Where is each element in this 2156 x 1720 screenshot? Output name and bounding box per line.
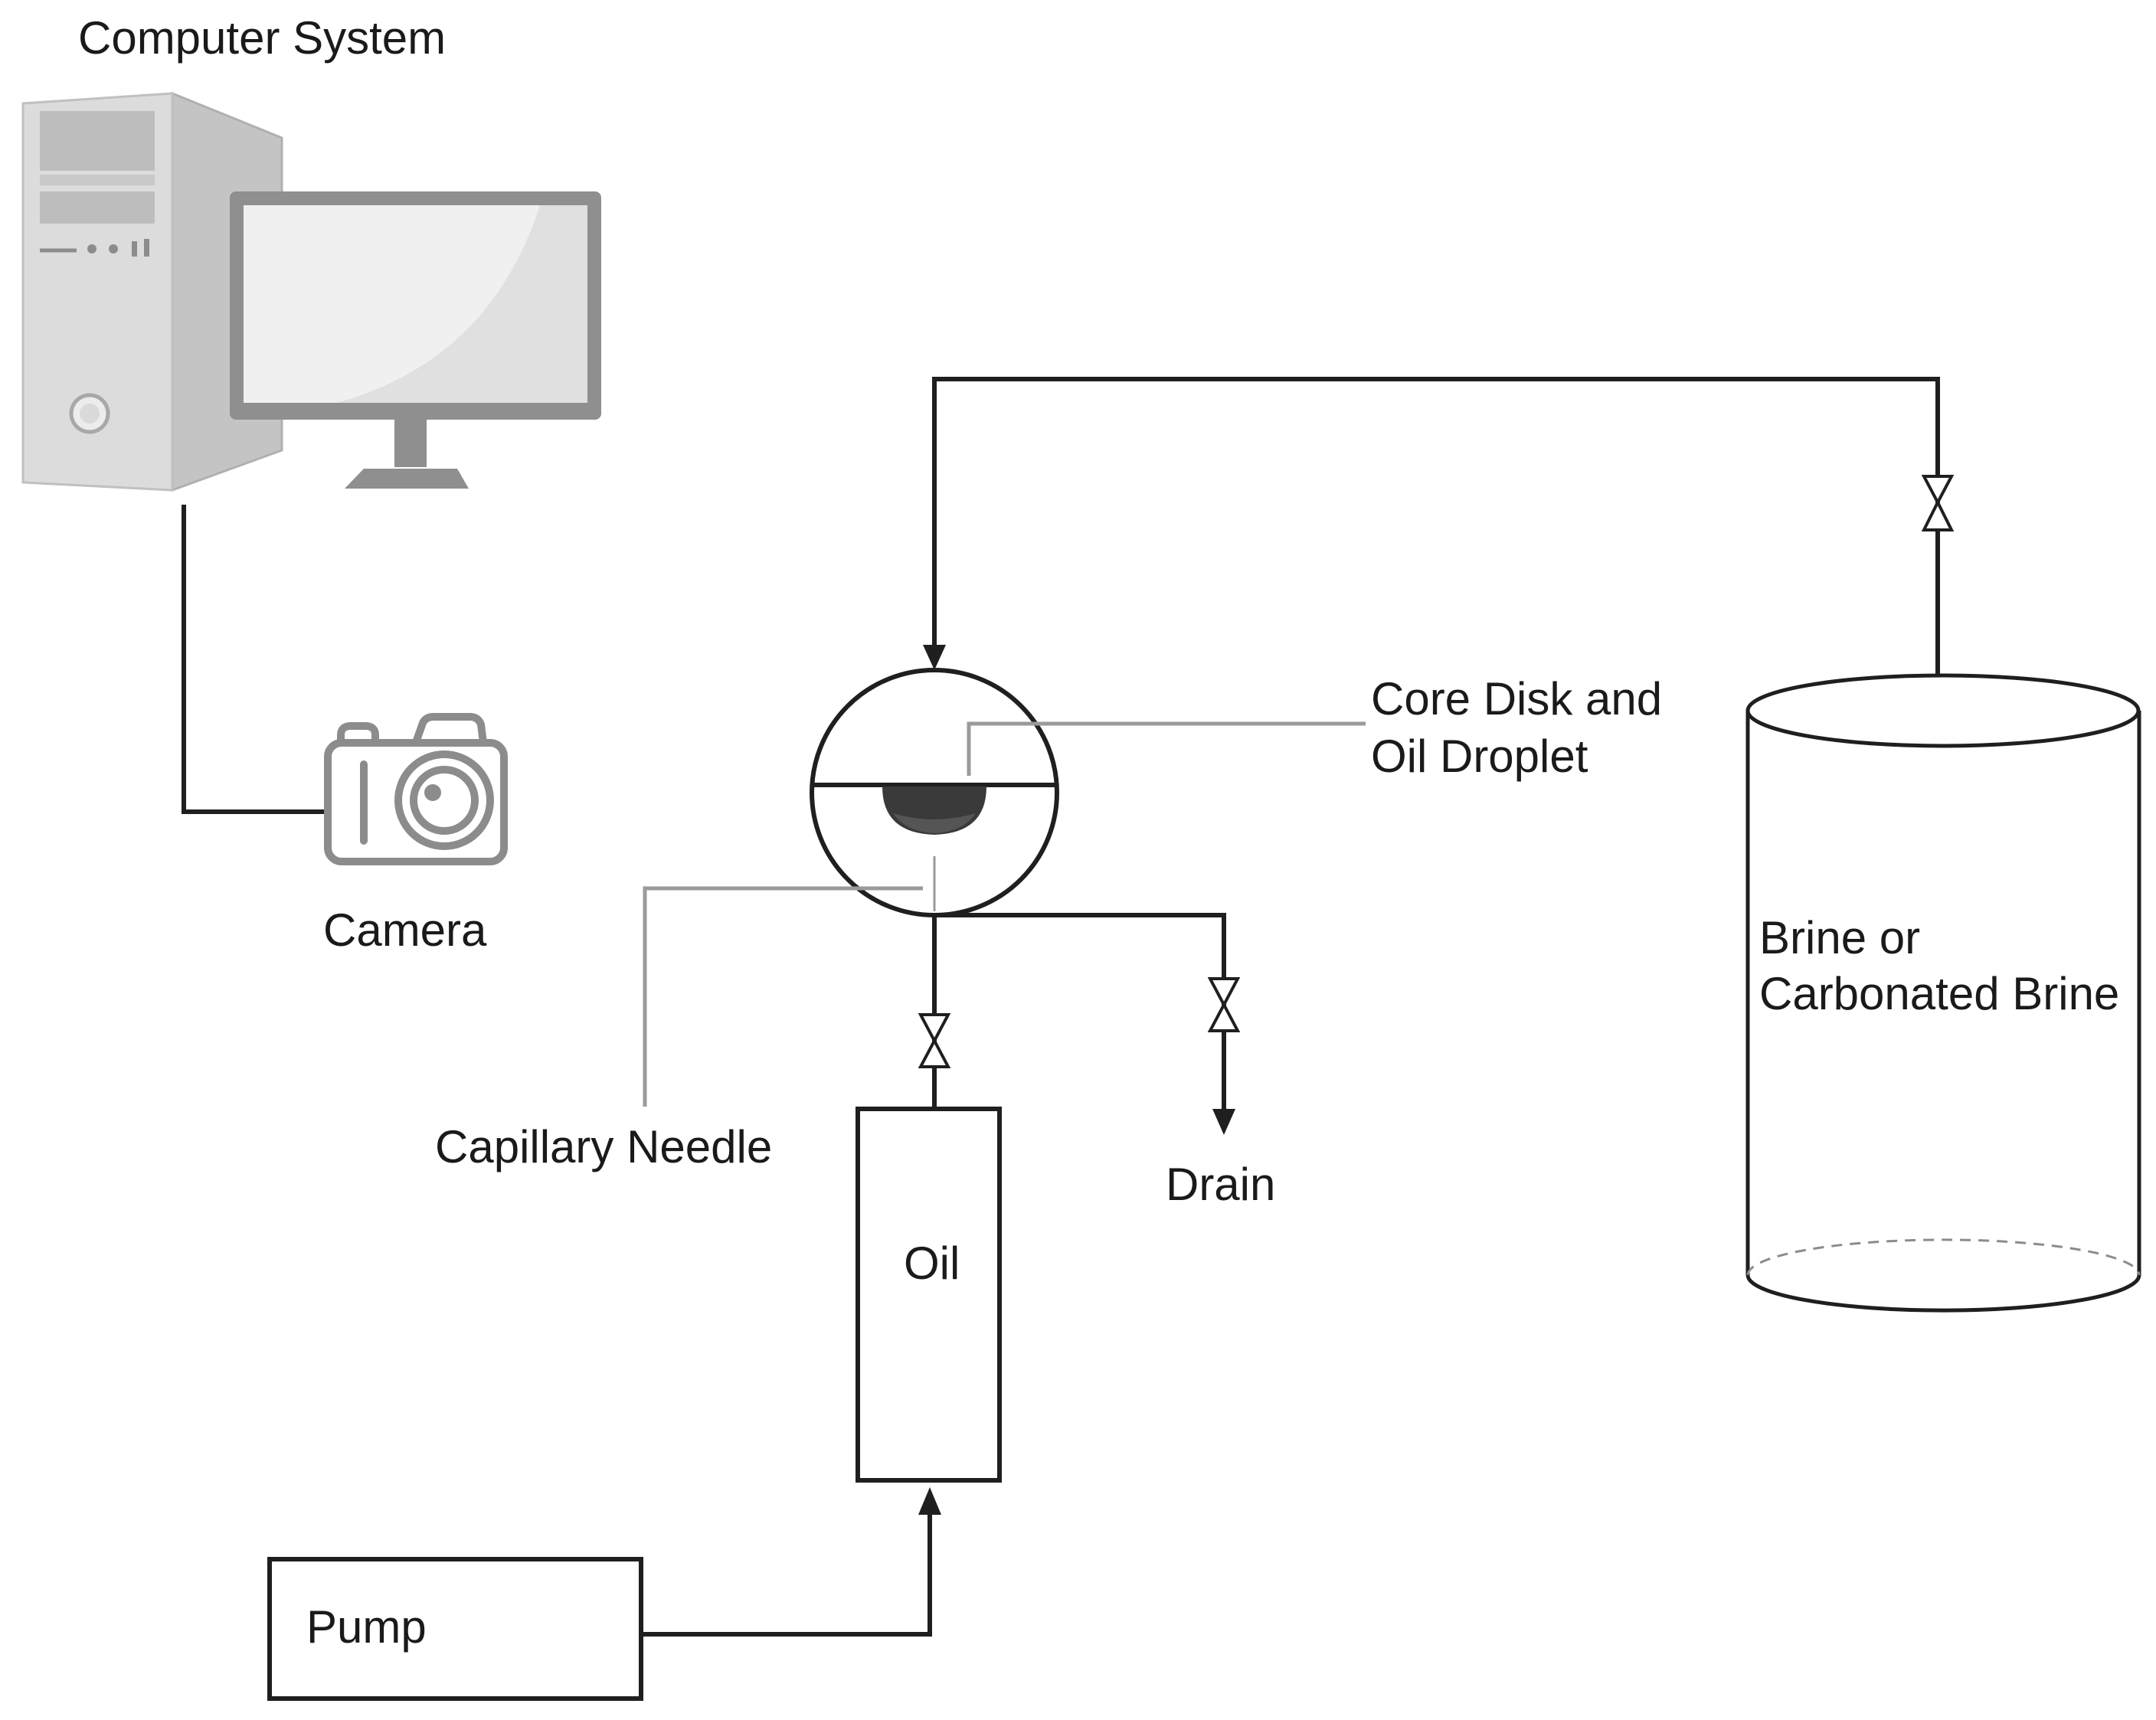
- capillary-needle-label: Capillary Needle: [435, 1121, 772, 1172]
- pump-label: Pump: [306, 1601, 427, 1653]
- brine-label-line1: Brine or: [1759, 912, 1920, 963]
- brine-cylinder: [1745, 673, 2141, 1313]
- camera-label: Camera: [323, 904, 487, 956]
- monitor-icon: [230, 191, 601, 489]
- core-disk-label-line2: Oil Droplet: [1371, 731, 1588, 782]
- valve-icon: [1207, 977, 1241, 1032]
- camera-icon: [324, 713, 508, 865]
- arrow-icon: [923, 645, 946, 670]
- computer-system: Computer System: [21, 12, 601, 492]
- valve-icon: [1921, 475, 1955, 531]
- drain-label: Drain: [1166, 1159, 1275, 1210]
- pump-box: [267, 1557, 643, 1701]
- pump-to-oil-pipe: [641, 1510, 932, 1637]
- arrow-icon: [918, 1487, 941, 1515]
- oil-container: [856, 1107, 1002, 1483]
- oil-label: Oil: [904, 1238, 960, 1289]
- core-disk-cell: [810, 668, 1059, 917]
- valve-icon: [918, 1013, 951, 1068]
- arrow-icon: [1212, 1109, 1235, 1135]
- drain-pipe: [932, 913, 1226, 1113]
- computer-camera-cable: [182, 505, 324, 814]
- brine-label-line2: Carbonated Brine: [1759, 968, 2119, 1019]
- core-disk-leader: [967, 721, 1366, 776]
- capillary-needle-leader: [643, 886, 923, 1107]
- core-disk-label-line1: Core Disk and: [1371, 673, 1662, 724]
- brine-to-cell-pipe: [932, 377, 1940, 676]
- computer-system-label: Computer System: [78, 12, 446, 64]
